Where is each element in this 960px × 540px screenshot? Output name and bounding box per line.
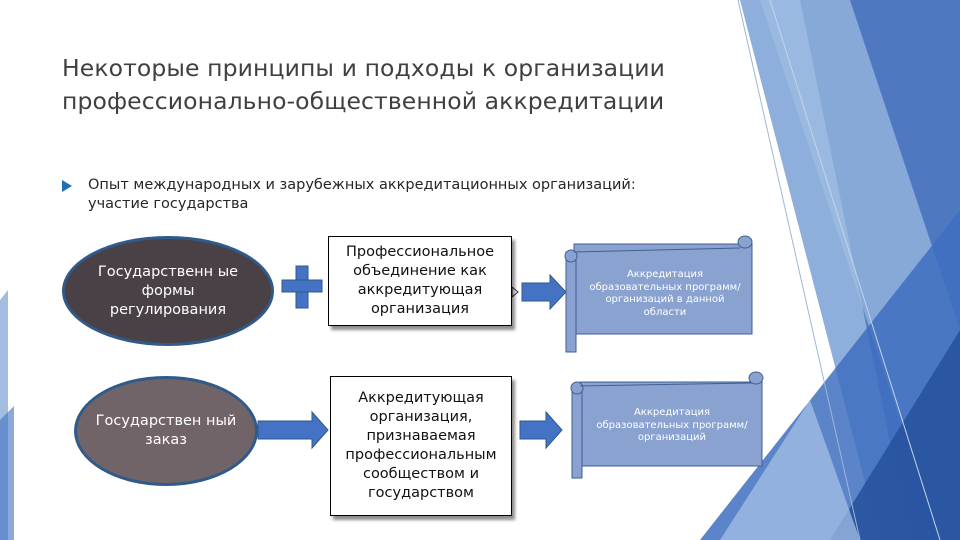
- arrow-right-icon-left: [257, 410, 329, 450]
- scroll-shape-bottom: [570, 371, 764, 479]
- scroll-text-top: Аккредитация образовательных программ/ор…: [589, 269, 741, 318]
- arrow-right-icon-top: [521, 273, 567, 311]
- arrow-right-icon-bottom: [519, 410, 563, 450]
- box-professional-association: Профессиональное объединение как аккреди…: [328, 236, 512, 326]
- bullet-text: Опыт международных и зарубежных аккредит…: [88, 177, 636, 212]
- plus-icon: [281, 265, 323, 309]
- bullet-arrow-icon: [62, 180, 72, 192]
- scroll-text-bottom: Аккредитация образовательных программ/ор…: [596, 407, 748, 444]
- scroll-shape-top: [564, 235, 753, 353]
- ellipse-state-order: Государствен ный заказ: [74, 376, 258, 486]
- ellipse-state-regulation: Государственн ые формы регулирования: [62, 236, 274, 346]
- title-line-2: профессионально-общественной аккредитаци…: [62, 87, 665, 115]
- slide-title: Некоторые принципы и подходы к организац…: [62, 52, 742, 118]
- box-recognized-organization: Аккредитующая организация, признаваемая …: [330, 376, 512, 516]
- small-chevron-icon: [511, 285, 519, 299]
- title-line-1: Некоторые принципы и подходы к организац…: [62, 54, 666, 82]
